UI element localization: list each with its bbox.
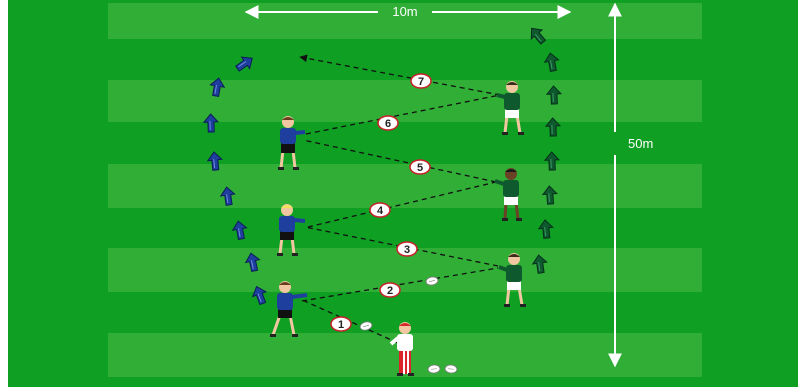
pass-lines [299,54,501,344]
pass-line-3 [304,226,499,267]
width-dimension: 10m [244,4,572,19]
pass-badge-5: 5 [409,159,431,175]
pass-badge-2: 2 [379,282,401,298]
svg-text:3: 3 [404,244,410,256]
pass-badge-3: 3 [396,241,418,257]
pass-line-5 [302,139,497,183]
blue-player-2 [277,204,306,256]
svg-text:7: 7 [418,76,424,88]
length-dimension: 50m [608,2,653,368]
svg-text:2: 2 [387,285,393,297]
green-player-1 [498,253,526,307]
pass-badge-6: 6 [377,115,399,131]
length-label: 50m [628,136,653,151]
green-player-2 [494,168,522,221]
svg-text:6: 6 [385,118,391,130]
blue-player-3 [278,116,306,170]
coach [389,322,414,376]
pass-line-6 [305,94,501,135]
svg-text:1: 1 [338,319,344,331]
pass-badge-4: 4 [369,202,391,218]
svg-text:4: 4 [377,205,384,217]
green-player-3 [496,81,524,135]
blue-player-1 [270,281,308,337]
pass-line-2 [301,267,499,302]
svg-text:5: 5 [417,162,423,174]
width-label: 10m [392,4,417,19]
pass-line-7 [299,54,501,96]
pass-badge-1: 1 [330,316,352,332]
pass-badge-7: 7 [410,73,432,89]
